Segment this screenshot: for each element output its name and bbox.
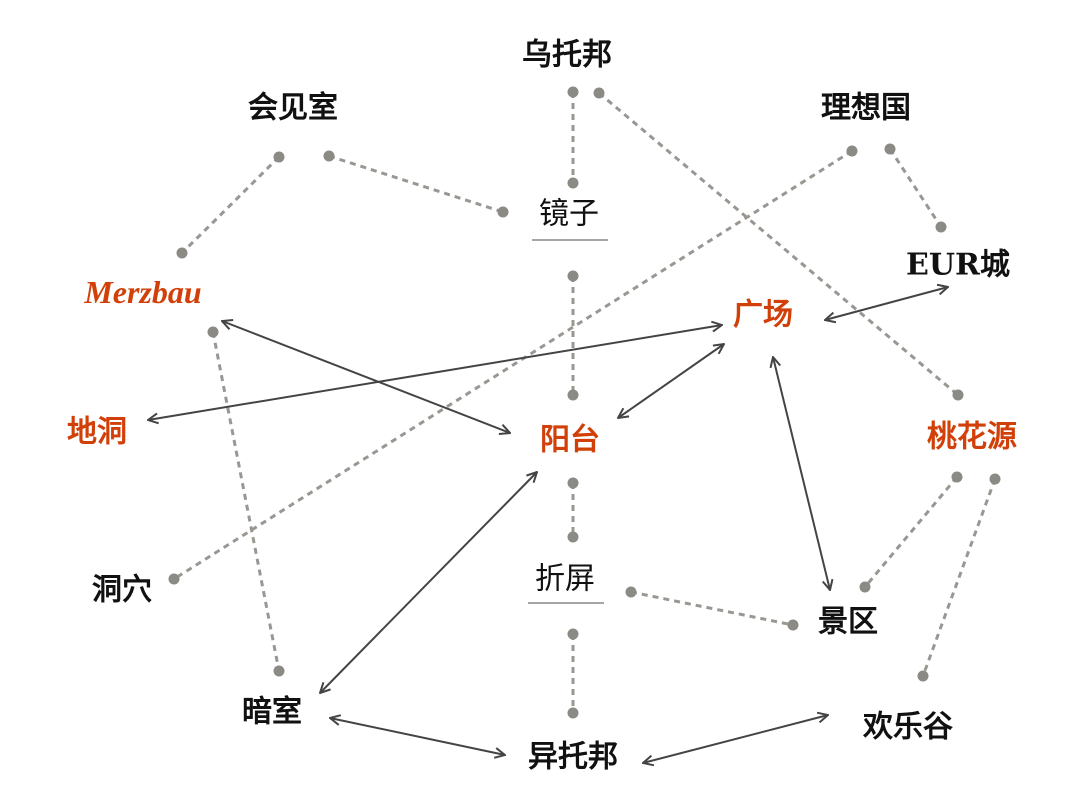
link-endpoint-dot: [567, 270, 579, 282]
dashed-link-folding_screen-scenic_area: [630, 590, 794, 627]
node-merzbau: Merzbau: [83, 274, 201, 310]
arrow-link-heterotopia-happy_valley: [643, 715, 828, 763]
node-mirror: 镜子: [539, 197, 599, 232]
dashed-link-republic-cave: [173, 149, 853, 581]
dashed-link-meeting_room-mirror: [328, 154, 504, 214]
dashed-link-peach_garden-happy_valley: [921, 478, 997, 677]
dashed-link-utopia-peach_garden: [598, 91, 959, 397]
node-darkroom: 暗室: [242, 695, 302, 730]
node-scenic-area: 景区: [818, 605, 878, 640]
node-happy-valley: 欢乐谷: [862, 710, 953, 745]
dashed-link-republic-eur: [888, 148, 943, 228]
arrow-link-burrow-square: [148, 325, 722, 420]
link-endpoint-dot: [951, 471, 963, 483]
link-endpoint-dot: [273, 665, 285, 677]
dashed-link-meeting_room-merzbau: [180, 155, 281, 255]
link-endpoint-dot: [935, 221, 947, 233]
node-eur: EUR城: [906, 248, 1010, 283]
link-endpoint-dot: [787, 619, 799, 631]
link-endpoint-dot: [497, 206, 509, 218]
arrow-link-square-eur: [825, 287, 948, 320]
dashed-link-merzbau-darkroom: [211, 331, 281, 672]
node-cave: 洞穴: [92, 573, 152, 608]
link-endpoint-dot: [567, 477, 579, 489]
node-peach-garden: 桃花源: [927, 420, 1017, 455]
node-republic: 理想国: [821, 91, 911, 126]
link-endpoint-dot: [323, 150, 335, 162]
link-endpoint-dot: [952, 389, 964, 401]
link-endpoint-dot: [207, 326, 219, 338]
node-folding-screen: 折屏: [535, 562, 595, 597]
node-square: 广场: [733, 298, 793, 333]
link-endpoint-dot: [859, 581, 871, 593]
link-endpoint-dot: [567, 531, 579, 543]
link-endpoint-dot: [846, 145, 858, 157]
node-utopia: 乌托邦: [522, 38, 612, 73]
link-endpoint-dot: [273, 151, 285, 163]
link-endpoint-dot: [593, 87, 605, 99]
arrow-link-balcony-darkroom: [320, 472, 537, 693]
node-balcony: 阳台: [540, 423, 600, 458]
link-endpoint-dot: [567, 389, 579, 401]
dashed-link-peach_garden-scenic_area: [863, 476, 959, 588]
link-endpoint-dot: [176, 247, 188, 259]
node-heterotopia: 异托邦: [528, 740, 618, 775]
arrow-link-square-scenic_area: [773, 357, 830, 590]
link-endpoint-dot: [625, 586, 637, 598]
link-endpoint-dot: [567, 86, 579, 98]
node-meeting-room: 会见室: [248, 91, 338, 126]
link-endpoint-dot: [567, 707, 579, 719]
arrow-link-darkroom-heterotopia: [330, 718, 505, 755]
arrow-link-merzbau-balcony: [222, 321, 510, 433]
arrow-link-balcony-square: [618, 344, 724, 418]
link-endpoint-dot: [567, 177, 579, 189]
link-endpoint-dot: [168, 573, 180, 585]
link-endpoint-dot: [917, 670, 929, 682]
link-endpoint-dot: [989, 473, 1001, 485]
link-endpoint-dot: [884, 143, 896, 155]
node-burrow: 地洞: [67, 415, 127, 450]
link-endpoint-dot: [567, 628, 579, 640]
